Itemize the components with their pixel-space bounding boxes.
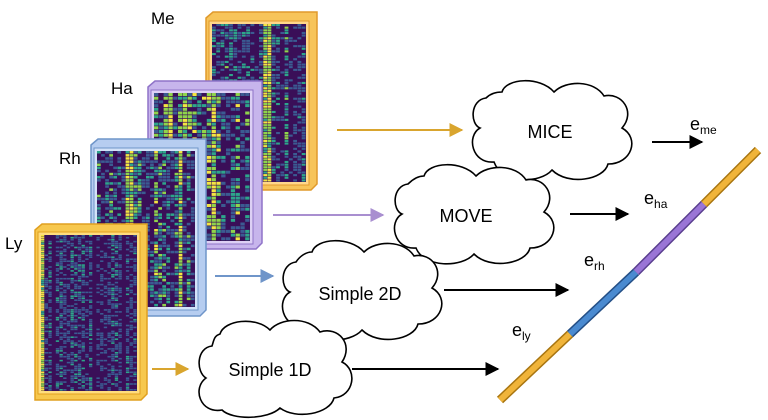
model-mice-label: MICE (528, 122, 573, 142)
cloud-simple2d: Simple 2D (281, 240, 443, 341)
embedding-label-ly: ely (512, 320, 531, 343)
label-rh: Rh (59, 149, 81, 168)
model-simple1d-label: Simple 1D (228, 360, 311, 380)
embedding-label-rh: erh (584, 250, 605, 273)
label-ly: Ly (5, 234, 23, 253)
cloud-mice: MICE (471, 80, 633, 181)
model-simple2d-label: Simple 2D (318, 284, 401, 304)
label-me: Me (151, 9, 175, 28)
embedding-label-me: eme (690, 114, 717, 137)
panel-ly (34, 223, 148, 401)
embedding-bar (496, 146, 762, 404)
cloud-simple1d: Simple 1D (198, 319, 353, 419)
embedding-label-ha: eha (644, 188, 668, 211)
model-move-label: MOVE (439, 206, 492, 226)
label-ha: Ha (111, 79, 133, 98)
cloud-move: MOVE (393, 164, 555, 265)
heatmap-ly (41, 235, 137, 391)
